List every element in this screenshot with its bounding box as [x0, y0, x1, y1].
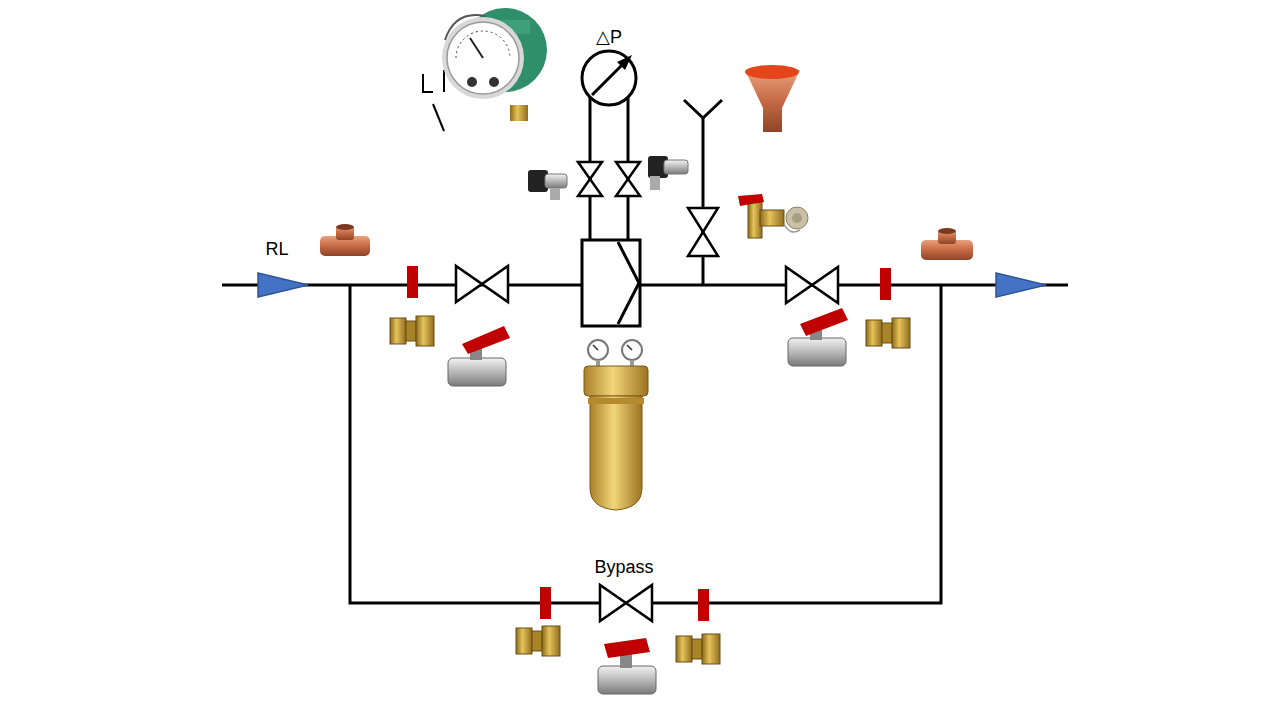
- brass-union-photo-part: [882, 323, 892, 343]
- funnel-photo-part: [745, 70, 800, 132]
- union-marker-part: [880, 268, 891, 300]
- switch-symbol-part: [433, 104, 444, 131]
- drain-valve-photo-part: [786, 207, 808, 229]
- drain-valve-photo-part: [784, 224, 800, 232]
- brass-union-photo-part: [866, 320, 882, 346]
- label-text: △P: [596, 28, 622, 48]
- gauge-valve-photo-part: [650, 176, 660, 190]
- gauge-valve-photo-part: [545, 174, 567, 188]
- pressure-gauge-symbol-part: [582, 51, 636, 105]
- pipe-lines-part: [702, 118, 705, 285]
- flow-arrow: [258, 273, 1046, 297]
- ball-valve-photo-part: [604, 638, 650, 658]
- valve-symbol: [456, 162, 838, 621]
- filter-symbol: [582, 240, 640, 326]
- valve-symbol-part: [578, 162, 602, 196]
- filter-housing-photo-part: [584, 366, 648, 396]
- pressure-gauge-symbol: [582, 51, 636, 105]
- flow-arrow-part: [258, 273, 308, 297]
- copper-tee-photo: [320, 224, 973, 260]
- pipe-lines-part: [684, 100, 722, 118]
- ball-valve-photo-part: [598, 666, 656, 694]
- brass-union-photo-part: [692, 639, 702, 659]
- filter-housing-photo-part: [590, 396, 642, 510]
- brass-union-photo-part: [516, 628, 532, 654]
- pressure-gauge-symbol-part: [617, 55, 632, 70]
- label-text: RL: [265, 240, 288, 260]
- drain-valve-photo-part: [792, 213, 802, 223]
- ball-valve-photo-part: [788, 338, 846, 366]
- pipe-lines: [222, 97, 1068, 603]
- filter-housing-photo-part: [588, 398, 644, 404]
- brass-union-photo-part: [390, 318, 406, 344]
- brass-union-photo-part: [406, 321, 416, 341]
- union-marker: [407, 266, 891, 621]
- union-marker-part: [698, 589, 709, 621]
- pressure-switch-photo-part: [489, 77, 499, 87]
- filter-symbol-part: [618, 242, 639, 324]
- drain-valve-photo: [738, 194, 808, 238]
- brass-union-photo-part: [892, 318, 910, 348]
- pressure-switch-photo-part: [447, 22, 519, 94]
- valve-symbol-part: [786, 267, 838, 303]
- brass-union-photo-part: [676, 636, 692, 662]
- gauge-valve-photo-part: [664, 160, 688, 174]
- pressure-switch-photo-part: [510, 105, 528, 121]
- union-marker-part: [540, 587, 551, 619]
- pressure-switch-photo-part: [456, 31, 510, 58]
- pressure-switch-photo-part: [445, 15, 485, 40]
- flow-arrow-part: [996, 273, 1046, 297]
- ball-valve-photo-part: [800, 308, 848, 336]
- valve-symbol-part: [600, 585, 652, 621]
- gauge-valve-photo-part: [550, 188, 560, 200]
- copper-tee-photo-part: [336, 224, 354, 230]
- switch-symbol: [423, 70, 444, 131]
- drain-valve-photo-part: [760, 210, 784, 226]
- gauge-valve-photo: [528, 156, 688, 200]
- pressure-switch-photo: [442, 8, 547, 121]
- switch-symbol-part: [423, 74, 433, 92]
- brass-union-photo: [390, 316, 910, 664]
- pressure-switch-photo-part: [470, 38, 483, 58]
- valve-symbol-part: [616, 162, 640, 196]
- brass-union-photo-part: [702, 634, 720, 664]
- switch-symbol-part: [443, 70, 445, 92]
- brass-union-photo-part: [532, 631, 542, 651]
- filter-symbol-part: [582, 240, 640, 326]
- valve-symbol-part: [456, 266, 508, 302]
- funnel-photo: [745, 65, 800, 132]
- funnel-photo-part: [745, 65, 799, 79]
- union-marker-part: [407, 266, 418, 298]
- ball-valve-photo-part: [448, 358, 506, 386]
- drain-valve-photo-part: [738, 194, 764, 206]
- label-text: Bypass: [594, 558, 653, 578]
- filter-housing-photo-part: [593, 345, 632, 350]
- valve-symbol-part: [688, 208, 718, 256]
- pipe-lines-part: [350, 285, 941, 603]
- filter-housing-photo: [584, 340, 648, 510]
- ball-valve-photo-part: [462, 326, 510, 354]
- brass-union-photo-part: [416, 316, 434, 346]
- ball-valve-photo: [448, 308, 848, 694]
- copper-tee-photo-part: [938, 228, 956, 234]
- brass-union-photo-part: [542, 626, 560, 656]
- pressure-switch-photo-part: [442, 17, 524, 99]
- pressure-switch-photo-part: [467, 77, 477, 87]
- pressure-gauge-symbol-part: [592, 63, 624, 95]
